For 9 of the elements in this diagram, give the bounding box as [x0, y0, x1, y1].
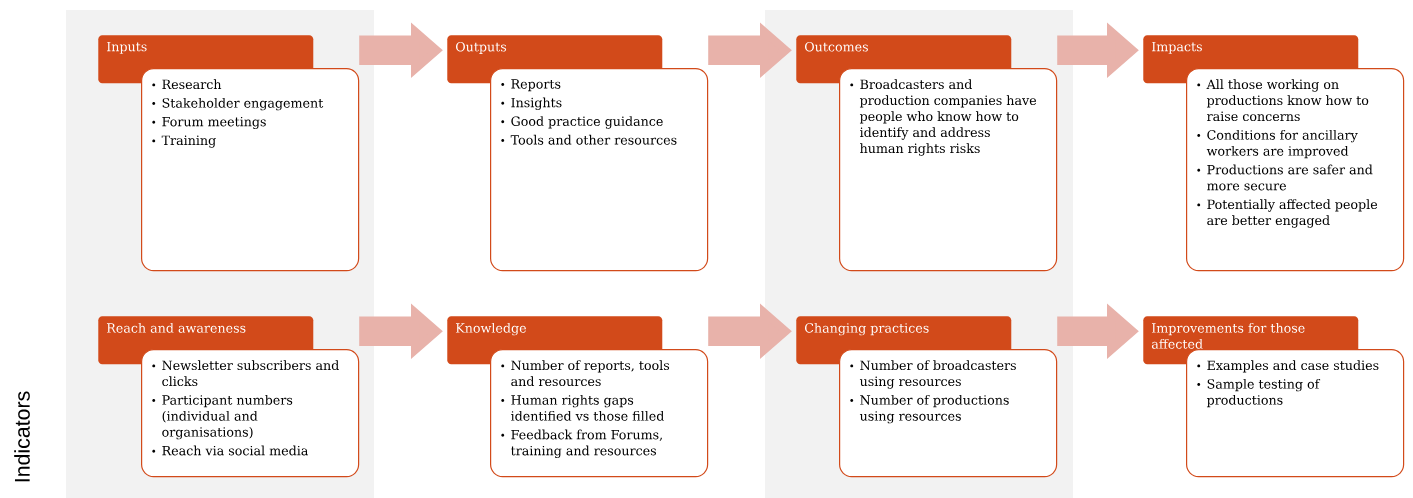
side-label: Indicators: [14, 391, 30, 482]
bullet-box: Number of broadcasters using resources Number of productions using resources: [839, 349, 1058, 478]
bullet-box: Broadcasters and production companies have people who know how to identify and address human rights risks: [839, 68, 1058, 272]
bullet-box: Examples and case studies Sample testing of productions: [1186, 349, 1405, 478]
bullet-box: Newsletter subscribers and clicks Participant numbers (individual and organisations) Reach via social media: [141, 349, 360, 478]
bullet-box: Reports Insights Good practice guidance Tools and other resources: [490, 68, 709, 272]
bullet-box: Research Stakeholder engagement Forum meetings Training: [141, 68, 360, 272]
bullet-box: Number of reports, tools and resources Human rights gaps identified vs those filled Feedback from Forums, training and resources: [490, 349, 709, 478]
bullet-box: All those working on productions know how to raise concerns Conditions for ancillary workers are improved Productions are safer and more secure Potentially affected people are better engaged: [1186, 68, 1405, 272]
